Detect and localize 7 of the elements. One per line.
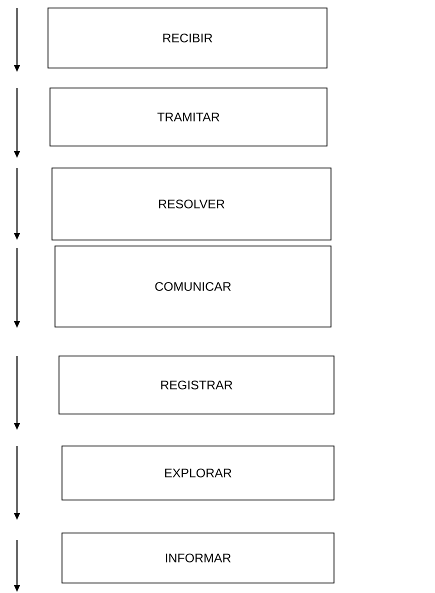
process-box: TRAMITAR: [50, 88, 328, 146]
process-box: COMUNICAR: [54, 246, 332, 328]
process-box: RESOLVER: [52, 168, 332, 240]
process-box: RECIBIR: [48, 8, 328, 68]
process-box: EXPLORAR: [62, 446, 334, 500]
process-box: REGISTRAR: [58, 356, 334, 414]
process-box: INFORMAR: [62, 532, 334, 584]
